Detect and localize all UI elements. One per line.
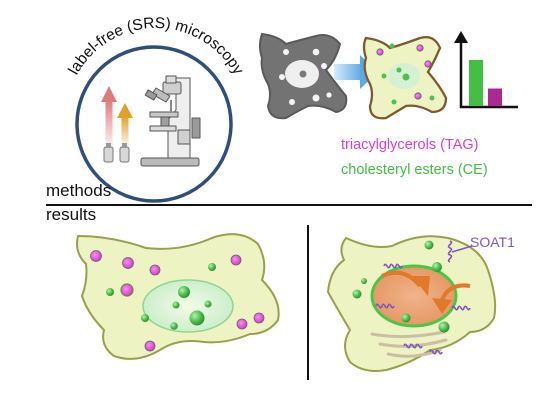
result-cell-right bbox=[326, 235, 497, 372]
laser-arrow-red-icon bbox=[101, 86, 117, 146]
legend-tag-label: triacylglycerols (TAG) bbox=[341, 137, 479, 153]
nucleus bbox=[142, 279, 234, 333]
microscopy-badge: label-free (SRS) microscopy bbox=[65, 15, 247, 203]
laser-arrow-orange-icon bbox=[117, 103, 133, 146]
microscope-icon bbox=[140, 75, 201, 167]
soat1-proteins bbox=[375, 240, 471, 355]
soat1-pointer bbox=[451, 245, 473, 253]
ester-transfer-arrows-icon bbox=[381, 270, 471, 314]
cell-before-icon bbox=[259, 32, 348, 120]
legend-ce-label: cholesteryl esters (CE) bbox=[341, 162, 488, 178]
results-heading: results bbox=[46, 205, 97, 224]
cell-after-icon bbox=[362, 35, 448, 120]
bar-ce bbox=[488, 88, 502, 106]
bar-tag bbox=[469, 60, 483, 106]
quantification-bars-icon bbox=[454, 31, 518, 109]
nucleus-right bbox=[370, 264, 458, 328]
microscopy-circle bbox=[75, 45, 233, 203]
result-cell-left bbox=[76, 233, 280, 360]
methods-heading: methods bbox=[46, 181, 112, 200]
sample-bottles-icon bbox=[103, 143, 130, 163]
soat1-label: SOAT1 bbox=[470, 234, 515, 250]
